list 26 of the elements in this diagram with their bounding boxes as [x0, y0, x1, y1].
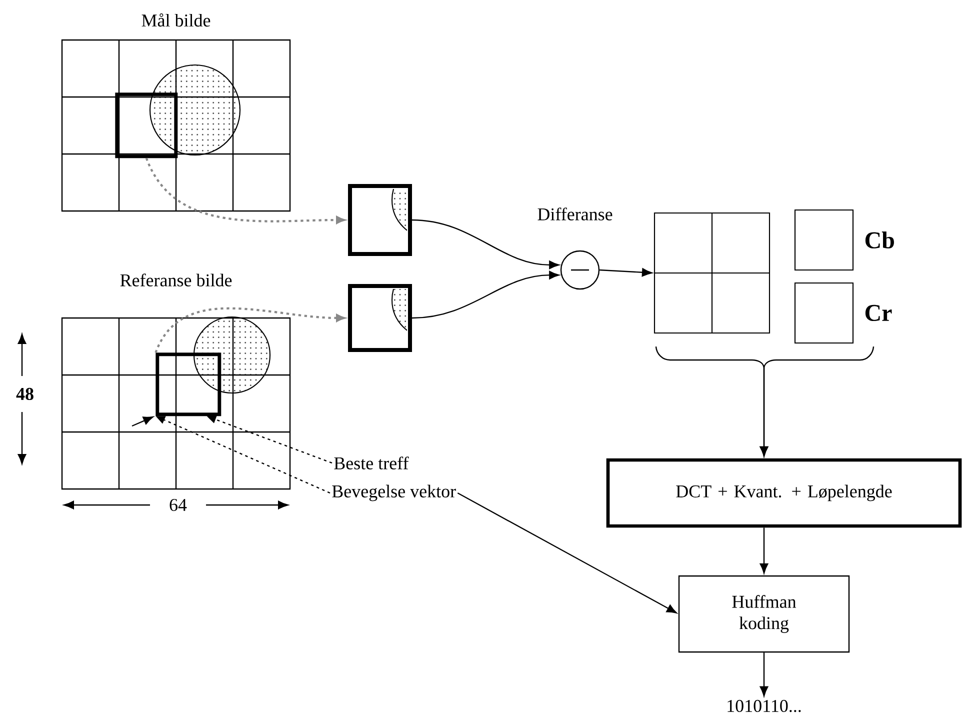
arrow	[412, 270, 560, 319]
arrow	[154, 307, 345, 354]
grid-title: Mål bilde	[142, 13, 210, 27]
process-box: Huffman koding	[678, 575, 850, 653]
block-label: Cb	[865, 232, 894, 248]
dimension-label: 64	[170, 498, 187, 512]
arrow	[145, 158, 345, 224]
arrow	[412, 219, 560, 270]
callout-text: Bevegelse vektor	[332, 484, 456, 502]
block-grid	[654, 212, 770, 334]
block-square	[115, 92, 178, 158]
callout-text: Beste treff	[334, 456, 409, 470]
block-square	[156, 352, 222, 416]
arrow	[600, 268, 652, 277]
arrow	[760, 652, 768, 696]
output-text: 1010110...	[728, 700, 801, 712]
block-square	[348, 284, 412, 352]
brace-arrow	[760, 346, 874, 457]
block-label: Cr	[865, 304, 892, 322]
block-label: Differanse	[538, 208, 612, 220]
arrow	[457, 492, 677, 614]
block-square	[348, 184, 412, 256]
grid-title: Referanse bilde	[120, 274, 232, 286]
arrow	[760, 528, 768, 574]
process-box: DCT + Kvant. + Løpelengde	[606, 458, 962, 528]
dimension-label: 48	[16, 388, 34, 400]
